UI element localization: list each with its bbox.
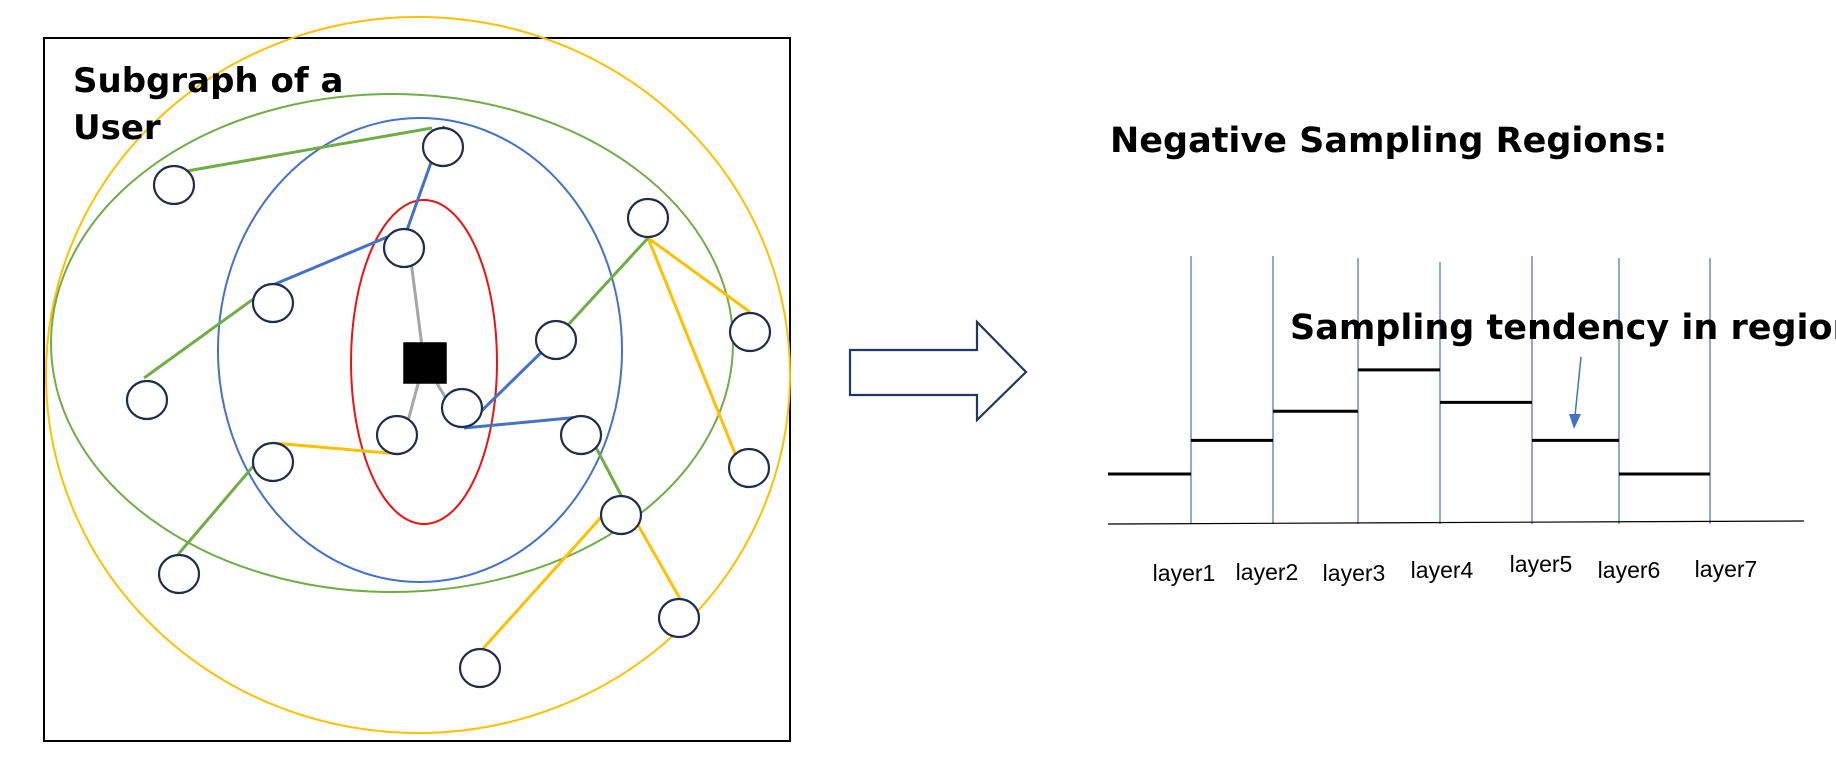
graph-node — [157, 553, 201, 595]
layer-label: layer7 — [1695, 556, 1758, 582]
edge — [555, 236, 650, 339]
region-4-boundary — [45, 16, 791, 734]
layer-label: layer6 — [1598, 557, 1661, 583]
graph-node — [152, 164, 196, 206]
graph-node — [421, 126, 465, 168]
annotation-arrow-head-icon — [1569, 414, 1581, 429]
graph-node — [458, 647, 502, 689]
graph-node — [125, 379, 169, 421]
subgraph-title-line2: User — [73, 108, 161, 148]
edge — [646, 237, 751, 489]
subgraph-nodes — [125, 126, 772, 689]
tendency-steps — [1108, 368, 1710, 476]
user-node-square — [403, 342, 447, 384]
sampling-annotation: Sampling tendency in regions — [1290, 308, 1836, 348]
layer-label: layer3 — [1323, 560, 1386, 586]
graph-node — [534, 319, 578, 361]
graph-node — [727, 447, 771, 489]
graph-node — [382, 227, 426, 269]
graph-node — [251, 282, 295, 324]
edge — [143, 285, 271, 380]
sampling-title: Negative Sampling Regions: — [1110, 121, 1667, 161]
graph-node — [599, 494, 643, 536]
graph-node — [626, 197, 670, 239]
transition-arrow-icon — [848, 319, 1028, 423]
region-2-boundary — [217, 117, 623, 583]
graph-node — [375, 414, 419, 456]
layer-label: layer2 — [1236, 559, 1299, 585]
region-1-boundary — [350, 199, 498, 525]
layer-label: layer1 — [1153, 560, 1216, 586]
graph-node — [559, 414, 603, 456]
edge — [272, 441, 400, 456]
sampling-panel: Negative Sampling Regions: Sampling tend… — [1107, 121, 1836, 586]
annotation-arrow-shaft — [1574, 356, 1582, 417]
edge — [478, 493, 623, 654]
graph-node — [440, 387, 484, 429]
sampling-baseline — [1107, 520, 1805, 525]
graph-node — [251, 441, 295, 483]
subgraph-panel: Subgraph of a User — [43, 16, 791, 742]
graph-node — [657, 597, 701, 639]
edge — [267, 228, 405, 289]
graph-node — [728, 311, 772, 353]
edge — [463, 415, 581, 430]
edge — [647, 236, 751, 314]
layer-label: layer5 — [1510, 551, 1573, 577]
edge — [169, 126, 433, 176]
layer-labels: layer1 layer2 layer3 layer4 layer5 layer6 laye… — [1153, 551, 1758, 586]
layer-label: layer4 — [1411, 557, 1474, 583]
layer-dividers — [1190, 256, 1711, 524]
subgraph-title-line1: Subgraph of a — [73, 61, 343, 101]
